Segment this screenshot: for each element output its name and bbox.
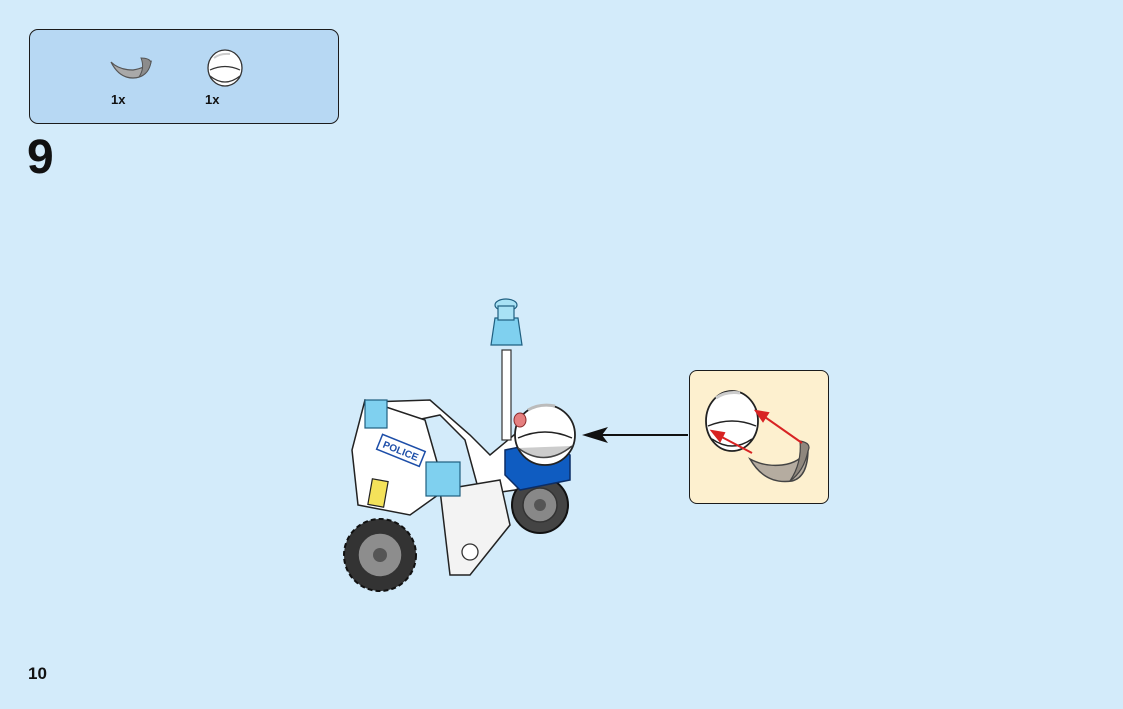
callout-red-arrows xyxy=(709,409,803,454)
callout-visor-icon xyxy=(748,440,810,483)
antenna xyxy=(501,349,512,441)
part-visor: 1x xyxy=(105,48,165,118)
yellow-headlight xyxy=(367,478,389,508)
police-motorcycle-illustration: POLICE xyxy=(343,298,576,592)
page-number: 10 xyxy=(28,664,47,683)
visor-icon xyxy=(110,57,153,79)
part-helmet: 1x xyxy=(200,48,260,118)
callout-box xyxy=(689,370,829,504)
helmet-icon xyxy=(207,49,243,87)
assembly-arrow xyxy=(582,427,688,443)
rear-wheel xyxy=(511,476,569,534)
parts-list-box: 1x 1x xyxy=(29,29,339,124)
blue-light-right xyxy=(425,461,461,497)
part-quantity: 1x xyxy=(111,92,126,107)
front-wheel xyxy=(343,518,417,592)
blue-light-left xyxy=(364,399,388,429)
helmet-on-motorcycle xyxy=(513,403,576,466)
step-number: 9 xyxy=(27,131,54,184)
callout-illustration xyxy=(705,390,810,483)
antenna-light xyxy=(490,317,523,346)
part-quantity: 1x xyxy=(205,92,220,107)
